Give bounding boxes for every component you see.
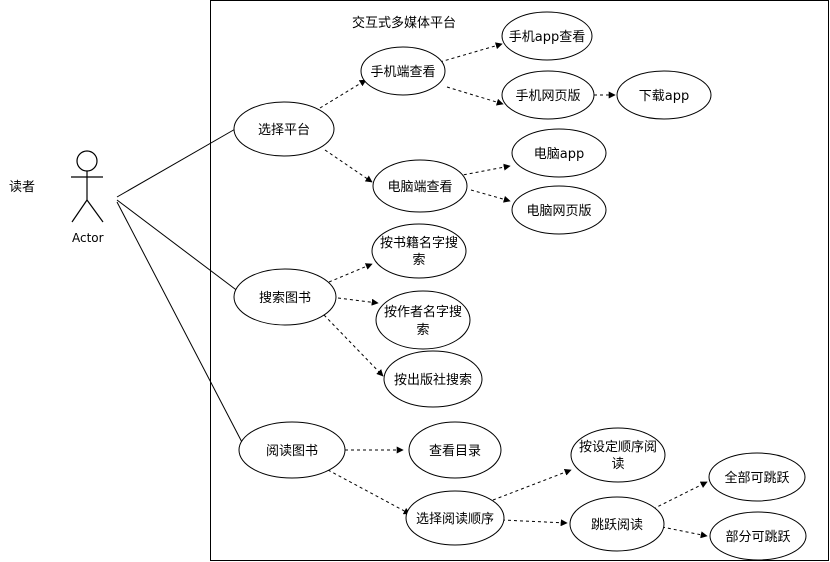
associations [116,127,246,449]
use-case-search-books[interactable]: 搜索图书 [233,268,337,326]
svg-text:搜索图书: 搜索图书 [259,291,311,306]
use-case-set-order[interactable]: 按设定顺序阅 读 [570,427,666,483]
svg-text:部分可跳跃: 部分可跳跃 [725,530,790,545]
svg-text:按书籍名字搜: 按书籍名字搜 [380,235,458,251]
use-case-choose-order[interactable]: 选择阅读顺序 [405,490,505,546]
use-case-pc-app[interactable]: 电脑app [511,128,607,178]
use-case-search-by-author[interactable]: 按作者名字搜 索 [375,290,471,350]
use-case-partial-jump[interactable]: 部分可跳跃 [709,511,807,561]
use-case-search-by-title[interactable]: 按书籍名字搜 索 [371,223,467,279]
svg-text:按出版社搜索: 按出版社搜索 [394,372,472,388]
side-label: 读者 [9,180,35,195]
actor-figure [71,150,104,223]
use-case-view-catalog[interactable]: 查看目录 [408,421,502,479]
use-case-pc-view[interactable]: 电脑端查看 [372,159,468,213]
svg-text:手机网页版: 手机网页版 [515,89,580,104]
use-case-download-app[interactable]: 下载app [616,70,712,120]
relations [319,42,708,539]
use-case-pc-web[interactable]: 电脑网页版 [511,185,607,235]
svg-text:按作者名字搜: 按作者名字搜 [384,304,462,320]
use-case-select-platform[interactable]: 选择平台 [233,101,335,157]
actor-label: Actor [72,231,104,245]
svg-text:查看目录: 查看目录 [429,443,481,459]
use-case-mobile-web[interactable]: 手机网页版 [501,70,595,120]
svg-text:全部可跳跃: 全部可跳跃 [724,470,789,486]
svg-text:选择阅读顺序: 选择阅读顺序 [416,512,494,527]
svg-text:索: 索 [412,253,425,268]
svg-text:下载app: 下载app [639,89,689,104]
svg-text:电脑网页版: 电脑网页版 [526,204,591,219]
svg-text:跳跃阅读: 跳跃阅读 [591,518,643,533]
svg-text:手机端查看: 手机端查看 [370,64,435,80]
svg-text:电脑端查看: 电脑端查看 [387,179,452,195]
svg-text:读: 读 [611,457,624,472]
use-case-read-books[interactable]: 阅读图书 [238,421,346,479]
use-case-jump-read[interactable]: 跳跃阅读 [569,496,665,552]
use-case-all-jump[interactable]: 全部可跳跃 [708,452,806,502]
svg-text:阅读图书: 阅读图书 [266,444,318,459]
system-boundary [210,0,829,561]
system-title: 交互式多媒体平台 [352,15,456,31]
svg-text:电脑app: 电脑app [534,147,584,162]
use-case-mobile-app-view[interactable]: 手机app查看 [501,11,593,61]
svg-text:选择平台: 选择平台 [258,123,310,138]
svg-text:按设定顺序阅: 按设定顺序阅 [579,440,657,455]
svg-text:索: 索 [416,323,429,338]
use-case-mobile-view[interactable]: 手机端查看 [360,46,446,96]
svg-text:手机app查看: 手机app查看 [509,29,585,45]
use-case-search-by-publisher[interactable]: 按出版社搜索 [383,350,483,408]
